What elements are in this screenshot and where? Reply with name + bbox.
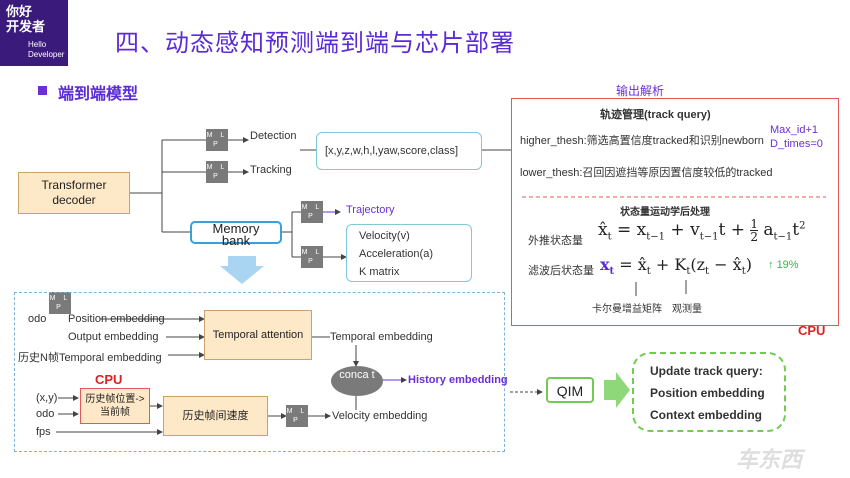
concat-node: conca t [331,366,383,396]
section-title: 端到端模型 [58,86,139,103]
mlp-detection: M L P [206,129,228,151]
output-parse-title: 输出解析 [616,84,665,98]
velocity-label: Velocity(v) [359,230,410,242]
update-line-2: Position embedding [650,386,765,400]
memory-bank-label-2: bank [221,233,251,248]
lower-pipeline-panel [14,292,505,452]
history-embedding-rest: embedding [445,374,508,386]
memory-bank: Memory bank [190,221,282,248]
mlp-velocity: M L P [286,405,308,427]
trajectory-label: Trajectory [346,204,395,216]
history-embedding-accent: History [408,374,446,386]
track-management-title: 轨迹管理(track query) [600,109,711,121]
transformer-label-1: Transformer [41,178,107,192]
position-embedding-label: Position embedding [68,313,165,325]
odo-position-label: odo [28,313,47,325]
detection-output-box: [x,y,z,w,h,l,yaw,score,class] [316,132,482,170]
watermark: 车东西 [736,447,803,472]
history-embedding-label: History embedding [408,374,508,386]
d-times-text: D_times=0 [770,138,823,150]
cpu-right-label: CPU [798,323,826,338]
output-parse-panel [511,98,839,326]
velocity-embedding-label: Velocity embedding [332,410,428,422]
mlp-trajectory: M L P [301,201,323,223]
max-id-text: Max_id+1 [770,124,819,136]
update-track-query-panel: Update track query: Position embedding C… [632,352,786,432]
fps-input-label: fps [36,426,51,438]
temporal-embedding-label: Temporal embedding [330,331,433,343]
update-line-3: Context embedding [650,408,763,422]
memory-bank-label-1: Memory [212,221,260,236]
cpu-left-label: CPU [95,372,123,387]
transformer-decoder: Transformer decoder [18,172,130,214]
detection-label: Detection [250,130,297,142]
logo-text-1: 你好开发者 [6,4,46,34]
observation-label: 观测量 [672,304,702,315]
extrapolation-label: 外推状态量 [528,235,583,247]
percent-label: ↑ 19% [768,259,799,271]
xy-input-label: (x,y) [36,392,58,404]
odo-input-label: odo [36,408,55,420]
history-temporal-label: 历史N帧Temporal embedding [18,352,162,364]
motion-output-box: Velocity(v) Acceleration(a) K matrix [346,224,472,282]
acceleration-label: Acceleration(a) [359,248,433,260]
section-bullet [38,86,47,95]
lower-threshold-text: lower_thesh:召回因遮挡等原因置信度较低的tracked [520,167,773,179]
k-matrix-label: K matrix [359,266,400,278]
kalman-gain-label: 卡尔曼增益矩阵 [592,304,662,315]
output-embedding-label: Output embedding [68,331,159,343]
mlp-motion: M L P [301,246,323,268]
history-speed-block: 历史帧间速度 [163,396,268,436]
mlp-position: M L P [49,292,71,314]
transformer-label-2: decoder [52,193,96,207]
detection-output-text: [x,y,z,w,h,l,yaw,score,class] [325,145,459,157]
mlp-tracking: M L P [206,161,228,183]
history-position-block: 历史帧位置->当前帧 [80,388,150,424]
filter-formula: xt = x̂t + Kt(zt − x̂t) [600,255,752,278]
higher-threshold-text: higher_thesh:筛选高置信度tracked和识别newborn [520,135,764,147]
post-processing-title: 状态量运动学后处理 [620,207,710,218]
tracking-label: Tracking [250,164,292,176]
slide-title: 四、动态感知预测端到端与芯片部署 [115,30,515,57]
filtered-state-label: 滤波后状态量 [528,265,594,277]
update-line-1: Update track query: [650,364,763,378]
temporal-attention-block: Temporal attention [204,310,312,360]
qim-block: QIM [546,377,594,403]
percent-value: 19% [776,259,799,271]
